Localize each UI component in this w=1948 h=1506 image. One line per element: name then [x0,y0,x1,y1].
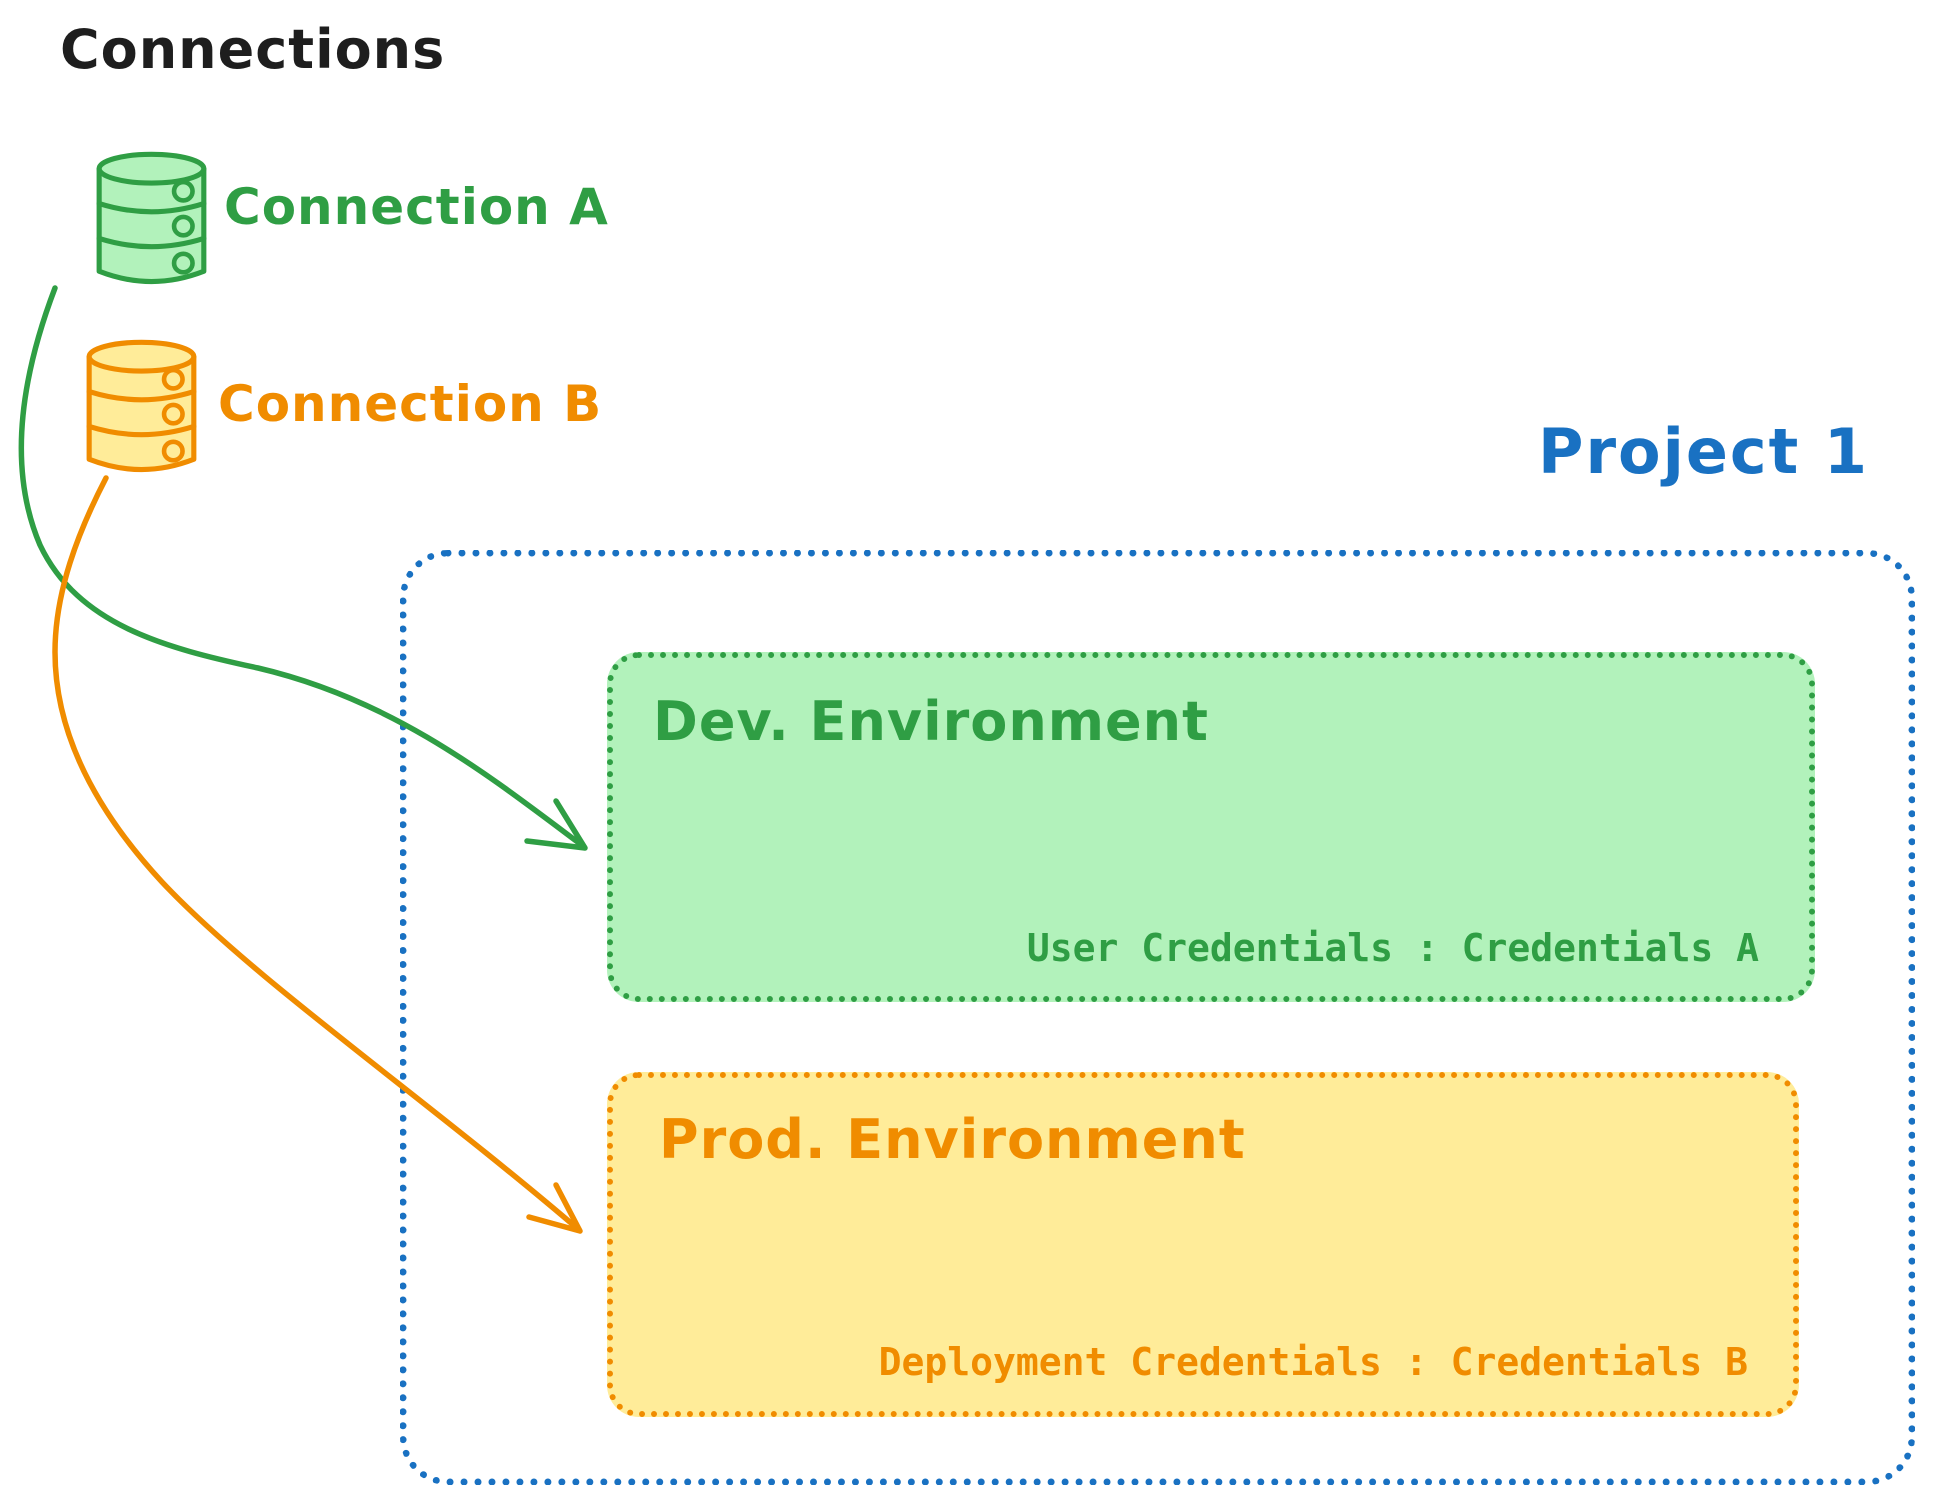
prod-environment-box: Prod. Environment Deployment Credentials… [607,1072,1799,1417]
project-title: Project 1 [1538,415,1870,488]
database-icon-connection-a [93,148,211,294]
prod-environment-title: Prod. Environment [659,1108,1246,1171]
prod-environment-credentials: Deployment Credentials : Credentials B [878,1340,1748,1384]
connection-b-label: Connection B [218,375,603,433]
database-icon-connection-b [83,336,201,482]
dev-environment-credentials: User Credentials : Credentials A [1026,926,1759,970]
dev-environment-title: Dev. Environment [653,690,1209,753]
connection-a-label: Connection A [224,178,609,236]
diagram-title: Connections [60,18,446,81]
dev-environment-box: Dev. Environment User Credentials : Cred… [607,652,1815,1002]
